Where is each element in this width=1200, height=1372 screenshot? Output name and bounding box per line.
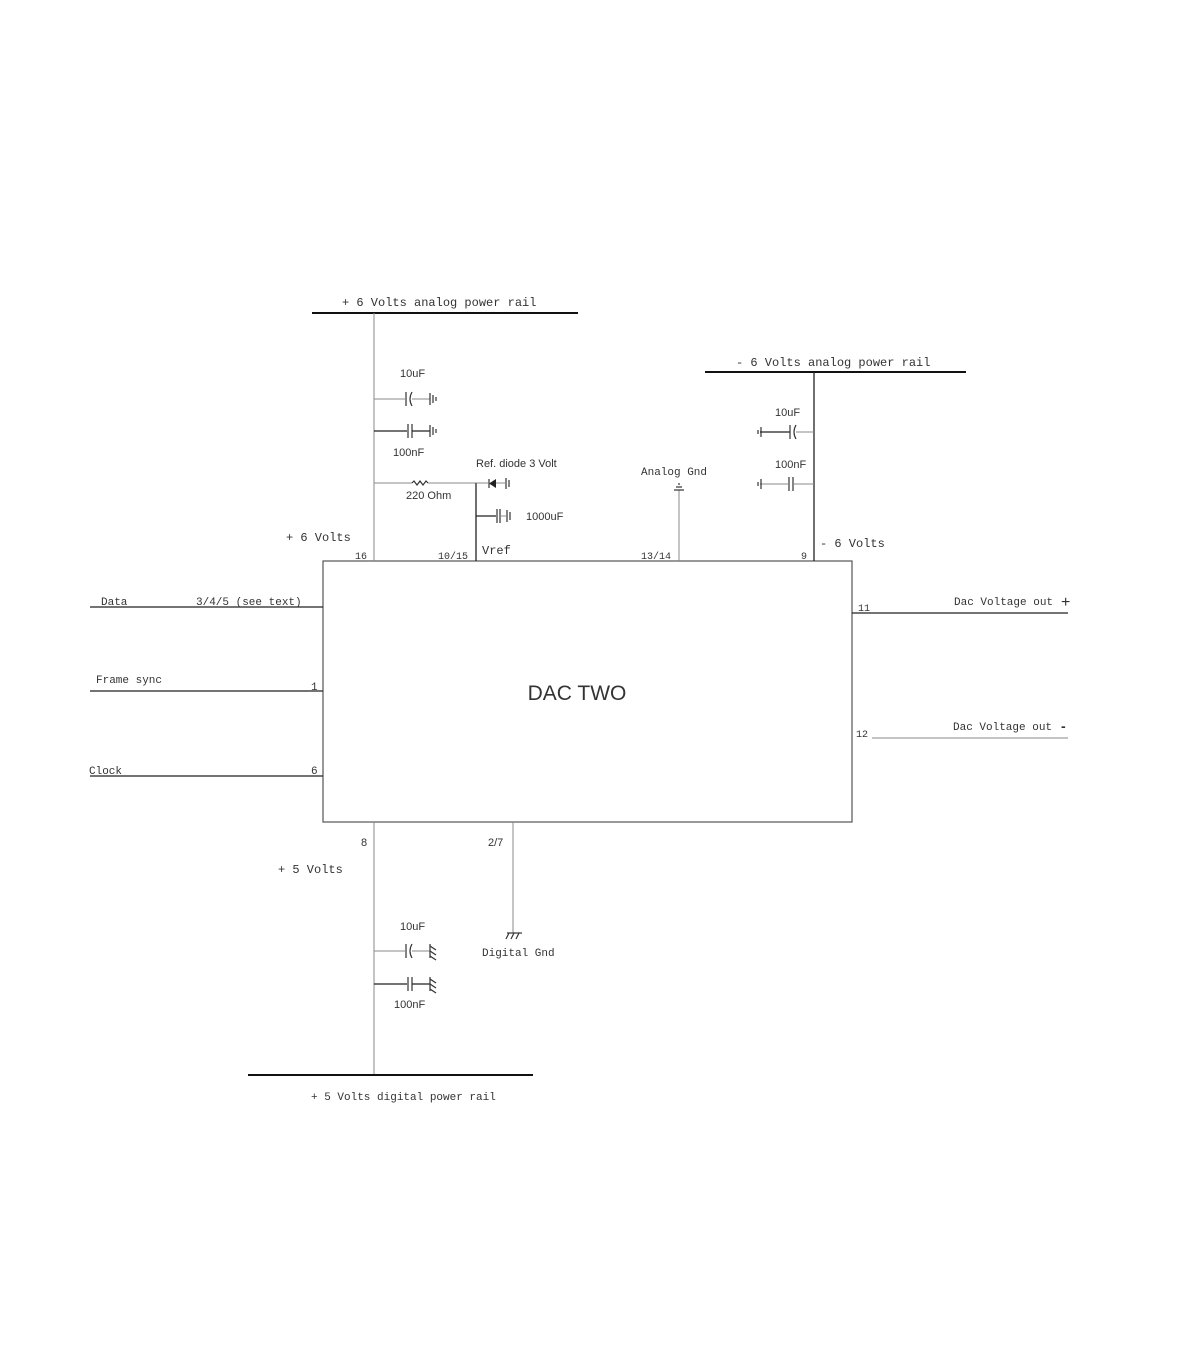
pin-11-label: 11	[858, 604, 870, 615]
dac-out-pos-sign: +	[1061, 594, 1070, 611]
neg6-rail-label: - 6 Volts analog power rail	[736, 356, 930, 370]
frame-sync-label: Frame sync	[96, 675, 162, 687]
digital-gnd-label: Digital Gnd	[482, 948, 555, 960]
clock-label: Clock	[89, 766, 122, 778]
pos6-volts-label: + 6 Volts	[286, 531, 351, 545]
pos5-cap2-label: 100nF	[394, 999, 425, 1011]
pos5-rail-label: + 5 Volts digital power rail	[311, 1092, 496, 1104]
neg6-volts-label: - 6 Volts	[820, 537, 885, 551]
neg6-cap1-label: 10uF	[775, 407, 800, 419]
pin-6-label: 6	[311, 766, 318, 778]
ref-diode-label: Ref. diode 3 Volt	[476, 458, 557, 470]
resistor-220-ohm	[411, 480, 429, 486]
pos5-cap1-label: 10uF	[400, 921, 425, 933]
pos6-cap-100nf	[374, 424, 437, 438]
pos5-cap-10uf	[374, 943, 437, 961]
dac-out-neg-sign: -	[1061, 718, 1066, 734]
reference-diode	[476, 478, 510, 489]
resistor-label: 220 Ohm	[406, 490, 451, 502]
dac-out-pos-label: Dac Voltage out	[954, 597, 1053, 609]
pin-16-label: 16	[355, 552, 367, 563]
pin-8-label: 8	[361, 837, 367, 849]
neg6-cap2-label: 100nF	[775, 459, 806, 471]
pos5-cap-100nf	[374, 977, 437, 994]
data-label: Data	[101, 597, 128, 609]
pin-13-14-label: 13/14	[641, 551, 671, 563]
pin-2-7-label: 2/7	[488, 837, 503, 849]
pin-9-label: 9	[801, 552, 807, 563]
pos5-volts-label: + 5 Volts	[278, 863, 343, 877]
pos6-cap2-label: 100nF	[393, 447, 424, 459]
neg6-cap-100nf	[757, 477, 814, 491]
pin-1-label: 1	[311, 682, 318, 694]
analog-ground-icon	[674, 483, 684, 491]
ref-cap-label: 1000uF	[526, 511, 564, 523]
neg6-cap-10uf	[757, 424, 814, 440]
chip-label: DAC TWO	[528, 682, 627, 705]
digital-ground-icon	[505, 932, 522, 940]
dac-out-neg-label: Dac Voltage out	[953, 722, 1052, 734]
pos6-cap-10uf	[374, 391, 437, 407]
vref-label: Vref	[482, 544, 511, 558]
pin-12-label: 12	[856, 730, 868, 741]
pos6-rail-label: + 6 Volts analog power rail	[342, 296, 536, 310]
pin-3-4-5-label: 3/4/5 (see text)	[196, 597, 302, 609]
pos6-cap1-label: 10uF	[400, 368, 425, 380]
ref-cap-1000uf	[476, 509, 511, 523]
analog-gnd-label: Analog Gnd	[641, 467, 707, 479]
pin-10-15-label: 10/15	[438, 551, 468, 563]
